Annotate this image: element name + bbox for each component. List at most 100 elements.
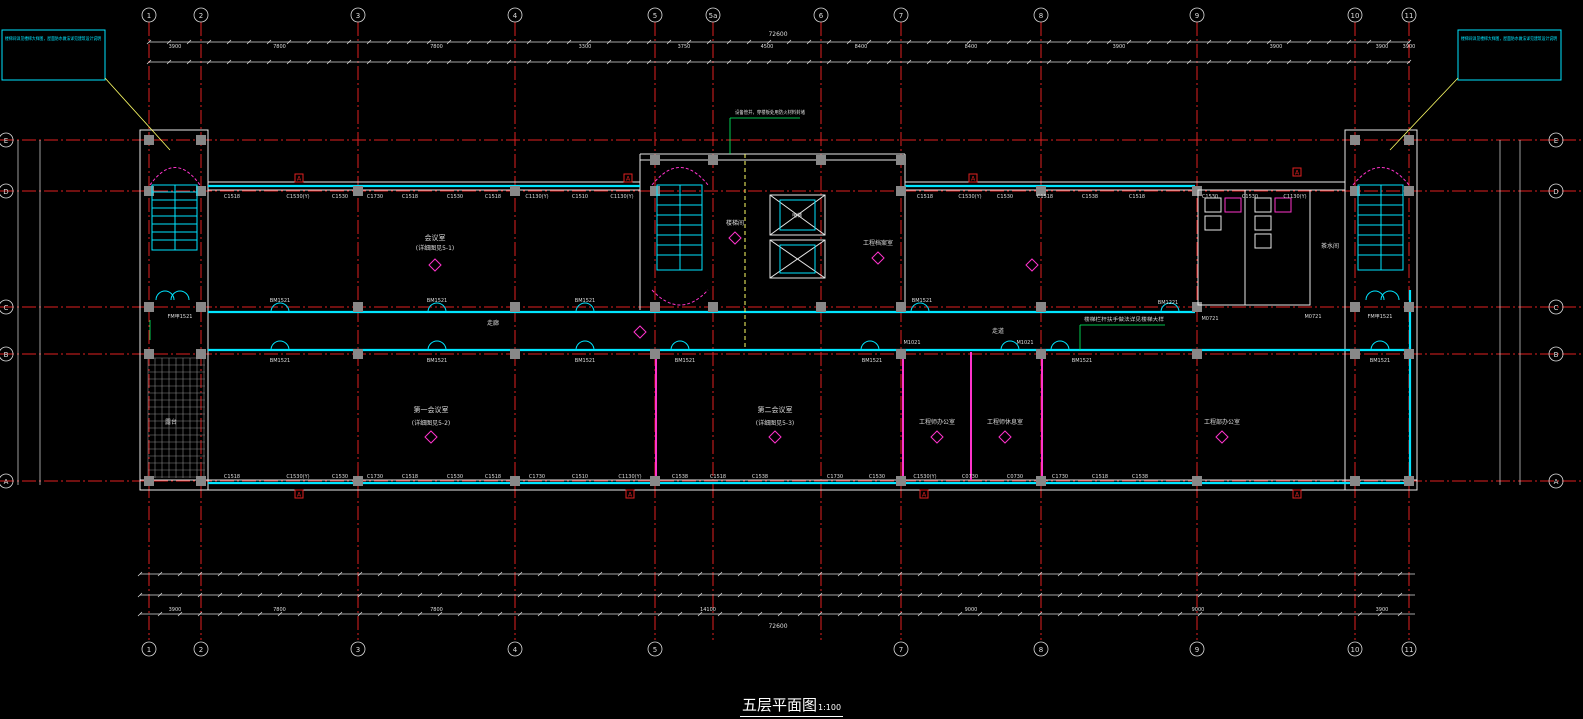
door-swing xyxy=(270,302,290,313)
structural-column xyxy=(510,349,520,359)
grid-bubble-bottom-3-label: 3 xyxy=(356,646,360,654)
door-swing xyxy=(1160,302,1180,313)
structural-column xyxy=(144,135,154,145)
room-label-walkway: 走道 xyxy=(992,327,1004,335)
dim-tick xyxy=(137,611,143,617)
dim-tick xyxy=(1286,59,1292,65)
structural-column xyxy=(1350,476,1360,486)
dim-tick xyxy=(537,592,543,598)
dim-tick xyxy=(306,39,312,45)
window-tag: C1530 xyxy=(332,194,348,200)
room-label-stair: 楼梯间 xyxy=(726,219,744,227)
door-swing xyxy=(155,290,175,301)
dim-tick xyxy=(557,592,563,598)
dim-tick xyxy=(1117,592,1123,598)
drawing-title: 五层平面图1:100 xyxy=(740,694,844,717)
dim-text-top: 7800 xyxy=(430,44,443,50)
grid-bubble-bottom-11-label: 11 xyxy=(1405,646,1414,654)
dim-tick xyxy=(286,39,292,45)
dim-tick xyxy=(397,571,403,577)
dim-tick xyxy=(377,611,383,617)
grid-bubble-left-B-label: B xyxy=(4,351,9,359)
door-tag: BM1521 xyxy=(575,358,595,364)
drawing-title-text: 五层平面图 xyxy=(742,696,818,714)
dim-tick xyxy=(817,592,823,598)
horizontal-grid-lines xyxy=(0,139,1583,482)
structural-column xyxy=(1192,186,1202,196)
dim-tick xyxy=(537,571,543,577)
dim-tick xyxy=(617,571,623,577)
dim-tick xyxy=(577,592,583,598)
grid-bubble-left-C-label: C xyxy=(4,304,9,312)
dim-tick xyxy=(957,611,963,617)
window-tag: C1530 xyxy=(332,474,348,480)
grid-bubble-bottom-4-circle xyxy=(507,641,523,657)
dim-tick xyxy=(677,571,683,577)
dim-tick xyxy=(337,611,343,617)
structural-column xyxy=(650,349,660,359)
dim-text-top: 3900 xyxy=(1403,44,1416,50)
dim-tick xyxy=(246,59,252,65)
structural-column xyxy=(896,155,906,165)
grid-bubble-bottom-8-circle xyxy=(1033,641,1049,657)
dim-tick xyxy=(946,59,952,65)
structural-column xyxy=(353,476,363,486)
balcony-hatch xyxy=(147,357,205,478)
dim-tick xyxy=(906,39,912,45)
dim-tick xyxy=(217,611,223,617)
dim-tick xyxy=(426,39,432,45)
structural-column xyxy=(896,349,906,359)
dim-tick xyxy=(1157,611,1163,617)
grid-bubble-bottom-10-label: 10 xyxy=(1351,646,1360,654)
grid-bubble-bottom-9-circle xyxy=(1189,641,1205,657)
structural-column xyxy=(1350,349,1360,359)
dim-tick xyxy=(526,39,532,45)
dim-tick xyxy=(337,592,343,598)
room-label-meeting2: 第二会议室 xyxy=(758,405,793,414)
door-swing xyxy=(1000,340,1020,351)
structural-columns xyxy=(144,135,1414,486)
dim-tick xyxy=(637,571,643,577)
door-swing xyxy=(427,340,447,351)
window-tag: C1518 xyxy=(485,194,501,200)
dim-tick xyxy=(386,59,392,65)
grid-bubble-top-6-label: 6 xyxy=(819,12,824,20)
dim-tick xyxy=(1177,611,1183,617)
dim-tick xyxy=(657,592,663,598)
dim-tick xyxy=(637,611,643,617)
dim-tick xyxy=(206,39,212,45)
dim-tick xyxy=(217,592,223,598)
dim-tick xyxy=(937,611,943,617)
structural-column xyxy=(1350,135,1360,145)
structural-column xyxy=(196,135,206,145)
dim-tick xyxy=(166,59,172,65)
dim-tick xyxy=(506,59,512,65)
dim-tick xyxy=(806,59,812,65)
room-label-corridor: 走廊 xyxy=(487,319,499,327)
dim-tick xyxy=(917,611,923,617)
dim-tick xyxy=(857,611,863,617)
grid-bubble-top-5a-circle xyxy=(705,7,721,23)
dim-tick xyxy=(557,571,563,577)
window-tag: C1130(Y) xyxy=(610,194,633,200)
dim-tick xyxy=(1086,39,1092,45)
dim-tick xyxy=(1337,592,1343,598)
dim-tick xyxy=(1097,571,1103,577)
dim-tick xyxy=(366,59,372,65)
dim-tick xyxy=(317,592,323,598)
window-tag: C1518 xyxy=(224,194,240,200)
structural-column xyxy=(353,302,363,312)
dim-tick xyxy=(637,592,643,598)
dim-tick xyxy=(1226,59,1232,65)
dim-tick xyxy=(437,592,443,598)
dim-tick xyxy=(226,59,232,65)
dim-tick xyxy=(677,611,683,617)
dim-tick xyxy=(1297,611,1303,617)
window-tag: C1530(Y) xyxy=(286,194,309,200)
dim-tick xyxy=(997,571,1003,577)
structural-column xyxy=(1192,302,1202,312)
dim-tick xyxy=(617,592,623,598)
dim-tick xyxy=(406,39,412,45)
dim-tick xyxy=(1037,592,1043,598)
